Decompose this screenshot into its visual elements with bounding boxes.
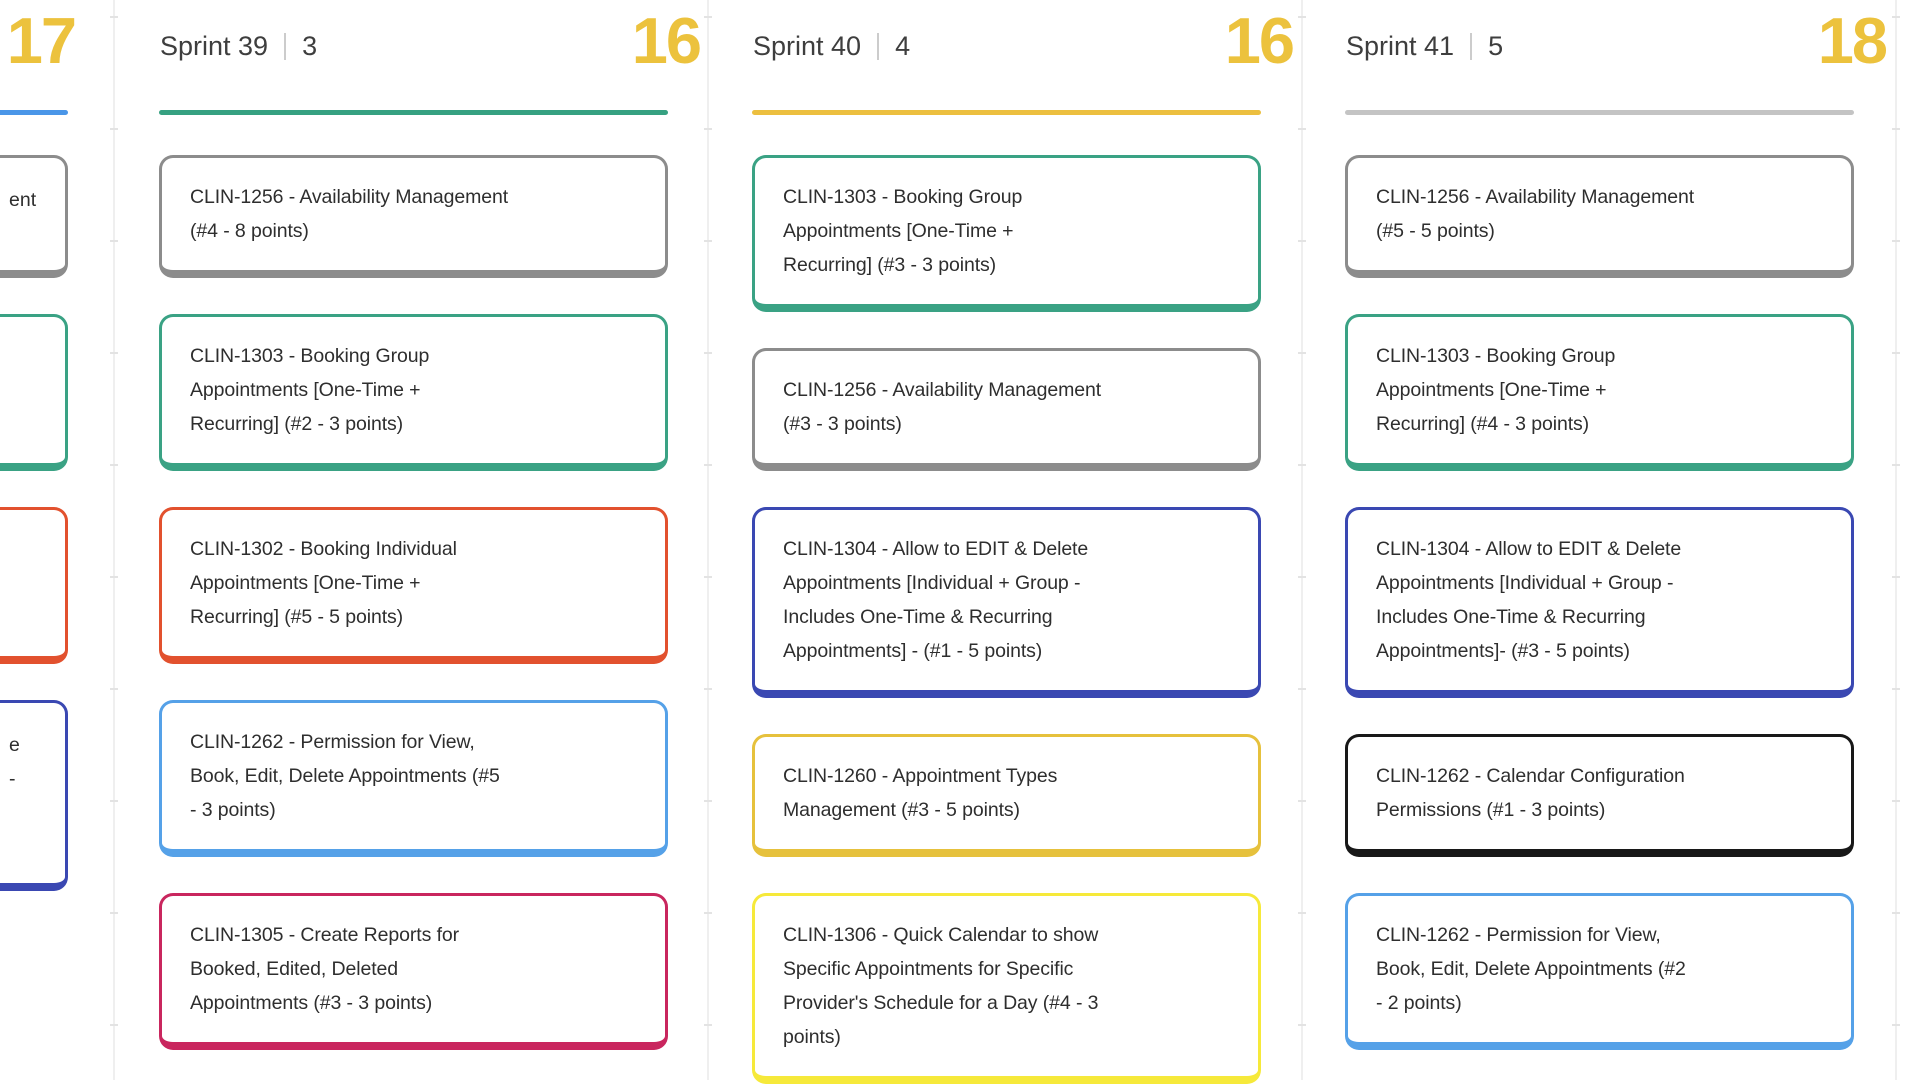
- issue-card-text: CLIN-1303 - Booking Group Appointments […: [783, 186, 1023, 276]
- card-list: ent e -: [0, 155, 68, 891]
- sprint-header: Sprint 41 5 18: [1345, 0, 1888, 155]
- issue-card-text: CLIN-1256 - Availability Management (#3 …: [783, 379, 1102, 435]
- card-list: CLIN-1303 - Booking Group Appointments […: [752, 155, 1261, 1084]
- sprint-column-partial: 17 ent e -: [0, 0, 77, 1080]
- issue-card[interactable]: CLIN-1303 - Booking Group Appointments […: [159, 314, 668, 471]
- issue-card-text: CLIN-1260 - Appointment Types Management…: [783, 765, 1058, 821]
- sprint-header: Sprint 39 3 16: [159, 0, 702, 155]
- issue-card-text: CLIN-1304 - Allow to EDIT & Delete Appoi…: [783, 538, 1089, 662]
- issue-card[interactable]: CLIN-1304 - Allow to EDIT & Delete Appoi…: [1345, 507, 1854, 698]
- sprint-issue-count: 5: [1488, 31, 1504, 61]
- issue-card[interactable]: CLIN-1262 - Permission for View, Book, E…: [159, 700, 668, 857]
- sprint-name: Sprint 39: [160, 31, 269, 61]
- issue-card[interactable]: [0, 507, 68, 664]
- issue-card-text: CLIN-1262 - Calendar Configuration Permi…: [1376, 765, 1685, 821]
- issue-card[interactable]: CLIN-1260 - Appointment Types Management…: [752, 734, 1261, 857]
- issue-card[interactable]: CLIN-1302 - Booking Individual Appointme…: [159, 507, 668, 664]
- issue-card-text: ent: [9, 189, 37, 211]
- card-list: CLIN-1256 - Availability Management (#5 …: [1345, 155, 1854, 1050]
- card-list: CLIN-1256 - Availability Management (#4 …: [159, 155, 668, 1050]
- sprint-name: Sprint 41: [1346, 31, 1455, 61]
- column-gutter: [1298, 0, 1306, 1080]
- issue-card-text: CLIN-1262 - Permission for View, Book, E…: [1376, 924, 1686, 1014]
- issue-card-text: CLIN-1302 - Booking Individual Appointme…: [190, 538, 457, 628]
- issue-card-text: CLIN-1306 - Quick Calendar to show Speci…: [783, 924, 1099, 1048]
- header-separator-divider: [284, 33, 287, 60]
- sprint-total-points: 18: [1817, 4, 1888, 77]
- sprint-column-41: Sprint 41 5 18 CLIN-1256 - Availability …: [1345, 0, 1888, 1080]
- sprint-issue-count: 3: [302, 31, 318, 61]
- sprint-header: 17: [0, 0, 77, 155]
- issue-card[interactable]: CLIN-1304 - Allow to EDIT & Delete Appoi…: [752, 507, 1261, 698]
- issue-card[interactable]: CLIN-1262 - Calendar Configuration Permi…: [1345, 734, 1854, 857]
- sprint-accent-underline: [1345, 110, 1854, 115]
- issue-card-text: -: [9, 768, 16, 790]
- sprint-total-points: 16: [1224, 4, 1295, 77]
- issue-card-text: CLIN-1305 - Create Reports for Booked, E…: [190, 924, 460, 1014]
- column-gutter: [110, 0, 118, 1080]
- issue-card[interactable]: ent: [0, 155, 68, 278]
- sprint-accent-underline: [159, 110, 668, 115]
- issue-card[interactable]: CLIN-1256 - Availability Management (#5 …: [1345, 155, 1854, 278]
- issue-card[interactable]: [0, 314, 68, 471]
- issue-card-text: CLIN-1303 - Booking Group Appointments […: [190, 345, 430, 435]
- issue-card-text: CLIN-1256 - Availability Management (#5 …: [1376, 186, 1695, 242]
- sprint-accent-underline: [0, 110, 68, 115]
- issue-card[interactable]: CLIN-1305 - Create Reports for Booked, E…: [159, 893, 668, 1050]
- sprint-header: Sprint 40 4 16: [752, 0, 1295, 155]
- issue-card-text: CLIN-1304 - Allow to EDIT & Delete Appoi…: [1376, 538, 1682, 662]
- issue-card[interactable]: CLIN-1306 - Quick Calendar to show Speci…: [752, 893, 1261, 1084]
- sprint-issue-count: 4: [895, 31, 911, 61]
- issue-card[interactable]: e -: [0, 700, 68, 891]
- header-separator-divider: [1470, 33, 1473, 60]
- header-separator-divider: [877, 33, 880, 60]
- sprint-column-39: Sprint 39 3 16 CLIN-1256 - Availability …: [159, 0, 702, 1080]
- issue-card-text: CLIN-1256 - Availability Management (#4 …: [190, 186, 509, 242]
- issue-card-text: CLIN-1303 - Booking Group Appointments […: [1376, 345, 1616, 435]
- issue-card[interactable]: CLIN-1256 - Availability Management (#4 …: [159, 155, 668, 278]
- issue-card-text: CLIN-1262 - Permission for View, Book, E…: [190, 731, 500, 821]
- sprint-name: Sprint 40: [753, 31, 862, 61]
- issue-card-text: e: [9, 734, 20, 756]
- column-gutter: [704, 0, 712, 1080]
- issue-card[interactable]: CLIN-1262 - Permission for View, Book, E…: [1345, 893, 1854, 1050]
- issue-card[interactable]: CLIN-1256 - Availability Management (#3 …: [752, 348, 1261, 471]
- issue-card[interactable]: CLIN-1303 - Booking Group Appointments […: [752, 155, 1261, 312]
- issue-card[interactable]: CLIN-1303 - Booking Group Appointments […: [1345, 314, 1854, 471]
- sprint-column-40: Sprint 40 4 16 CLIN-1303 - Booking Group…: [752, 0, 1295, 1084]
- sprint-total-points: 16: [631, 4, 702, 77]
- sprint-accent-underline: [752, 110, 1261, 115]
- column-gutter: [1892, 0, 1900, 1080]
- sprint-total-points: 17: [6, 4, 77, 77]
